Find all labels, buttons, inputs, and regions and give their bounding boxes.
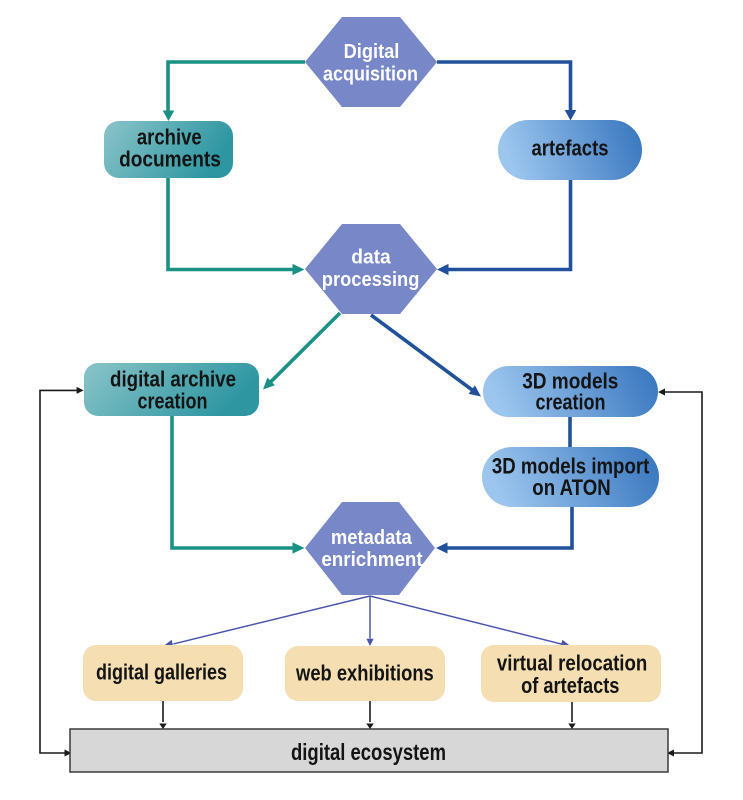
svg-text:enrichment: enrichment — [321, 548, 422, 571]
svg-text:of artefacts: of artefacts — [521, 673, 619, 698]
svg-text:creation: creation — [536, 389, 606, 414]
svg-text:3D models import: 3D models import — [492, 454, 650, 479]
svg-text:creation: creation — [138, 389, 208, 414]
svg-text:archive: archive — [137, 125, 202, 150]
svg-text:metadata: metadata — [331, 526, 412, 549]
svg-text:digital archive: digital archive — [110, 367, 236, 392]
svg-text:3D models: 3D models — [522, 368, 618, 393]
svg-text:web exhibitions: web exhibitions — [295, 660, 434, 685]
svg-text:artefacts: artefacts — [532, 136, 609, 161]
svg-text:on ATON: on ATON — [532, 475, 610, 500]
svg-text:acquisition: acquisition — [323, 62, 418, 85]
svg-text:digital ecosystem: digital ecosystem — [291, 739, 446, 765]
svg-text:processing: processing — [322, 268, 420, 291]
svg-text:documents: documents — [119, 147, 221, 172]
svg-text:data: data — [351, 246, 391, 269]
svg-text:digital galleries: digital galleries — [96, 659, 227, 684]
svg-text:virtual relocation: virtual relocation — [497, 650, 647, 675]
svg-text:Digital: Digital — [344, 40, 400, 63]
